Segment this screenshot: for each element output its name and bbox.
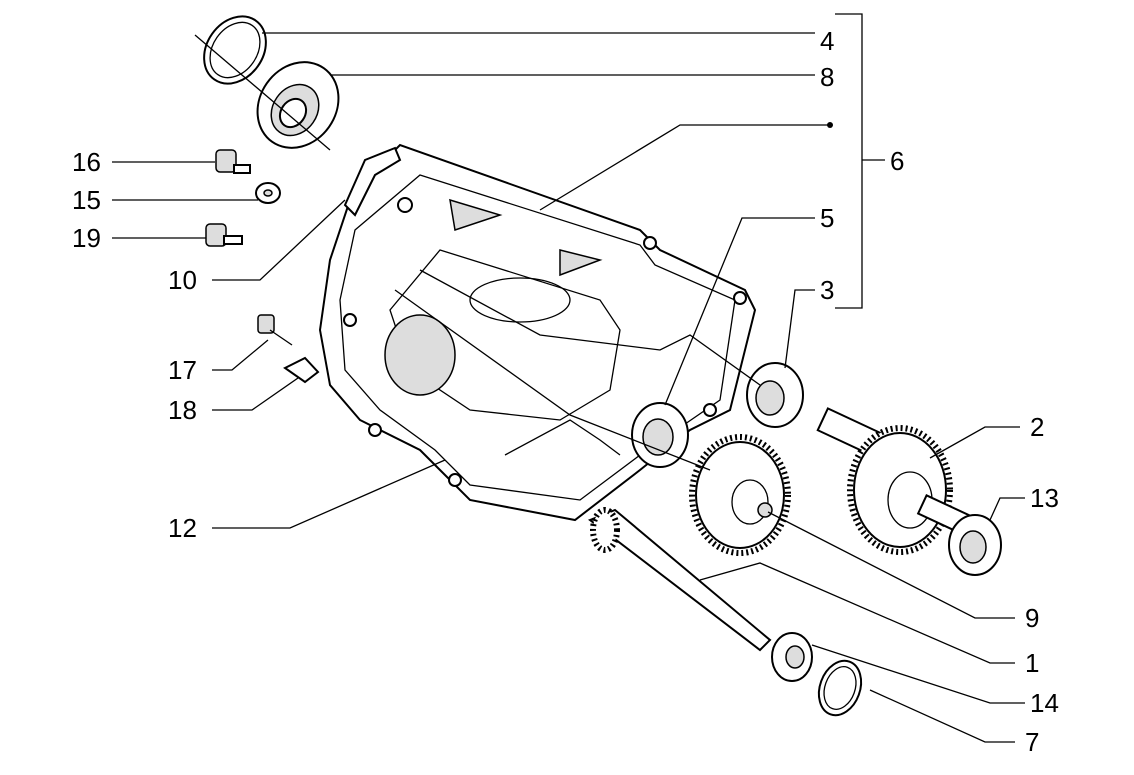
clip-18 (283, 356, 320, 384)
leader-lines (112, 13, 1025, 743)
bullet-dot (827, 122, 833, 128)
label-8: 8 (820, 62, 834, 92)
label-13: 13 (1030, 483, 1059, 513)
circlip-7 (817, 659, 863, 717)
label-3: 3 (820, 275, 834, 305)
screw-16 (215, 149, 251, 174)
label-16: 16 (72, 147, 101, 177)
label-2: 2 (1030, 412, 1044, 442)
bearing-5 (631, 402, 689, 468)
label-4: 4 (820, 26, 834, 56)
gear-shaft-2 (816, 407, 974, 555)
bearing-8 (256, 61, 340, 149)
shaft-1 (587, 507, 772, 652)
label-14: 14 (1030, 688, 1059, 718)
bearing-14 (771, 632, 813, 682)
bearing-3 (746, 362, 804, 428)
label-18: 18 (168, 395, 197, 425)
label-5: 5 (820, 203, 834, 233)
label-19: 19 (72, 223, 101, 253)
label-17: 17 (168, 355, 197, 385)
label-1: 1 (1025, 648, 1039, 678)
label-7: 7 (1025, 727, 1039, 757)
label-6: 6 (890, 146, 904, 176)
circlip-4 (203, 15, 267, 85)
label-9: 9 (1025, 603, 1039, 633)
screw-19 (205, 223, 243, 247)
label-12: 12 (168, 513, 197, 543)
washer-15 (255, 182, 281, 204)
bearing-13 (948, 514, 1002, 576)
gear-9 (689, 434, 791, 556)
screw-17 (257, 314, 293, 346)
label-15: 15 (72, 185, 101, 215)
label-10: 10 (168, 265, 197, 295)
gearbox-housing (318, 143, 757, 522)
